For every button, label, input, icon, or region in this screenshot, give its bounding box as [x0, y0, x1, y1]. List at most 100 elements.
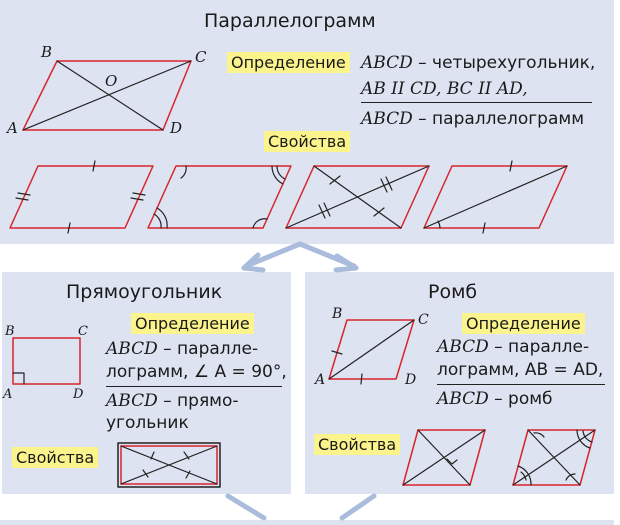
- property-4-angle-arc: [437, 220, 441, 229]
- rhombus-vertex-d: D: [404, 372, 416, 388]
- property-4-tick-top: [509, 160, 513, 172]
- perpendicular-mark: [446, 458, 458, 465]
- rect-diagonal-2: [120, 445, 218, 485]
- rhombus-prop-1-diagonal-2: [417, 429, 471, 486]
- rectangle-definition-label: Определение: [131, 313, 254, 334]
- rectangle-def-line-2: лограмм, ∠ A = 90°,: [106, 362, 287, 382]
- rhombus-vertex-c: C: [418, 312, 429, 328]
- tick-bottom: [67, 222, 71, 234]
- angle-arc-b: [180, 165, 187, 179]
- diag-double-tick-4: [385, 176, 393, 191]
- main-vertex-a: A: [5, 119, 18, 137]
- rectangle-def-line-4: угольник: [106, 413, 189, 433]
- rhombus-arc-3: [576, 429, 591, 449]
- main-vertex-c: C: [195, 48, 207, 66]
- rhombus-panel: [305, 272, 614, 494]
- parallelogram-def-line-1: ABCD – четырехугольник,: [361, 53, 596, 73]
- diag-double-tick-3: [380, 178, 388, 193]
- parallelogram-def-line-2: AB II CD, BC II AD,: [361, 79, 528, 99]
- rhombus-arc-4: [582, 430, 593, 443]
- rect-vertex-c: C: [78, 324, 88, 339]
- diag-tick-lower: [373, 207, 385, 217]
- rhombus-arc-6: [565, 473, 576, 481]
- vertex-labels: A B C D O A B C D A B C D: [2, 43, 429, 402]
- rectangle-outline: [12, 337, 81, 385]
- arrow-to-rectangle-shaft: [243, 241, 303, 269]
- rhombus-vertex-b: B: [331, 306, 342, 322]
- rhombus-arc-5: [533, 432, 545, 438]
- main-vertex-d: D: [169, 119, 182, 137]
- rectangle-def-rule: [106, 386, 282, 387]
- angle-arc-a-1: [156, 207, 168, 229]
- diagonal-bd: [56, 60, 164, 131]
- diag-tick-upper: [329, 175, 341, 185]
- rhombus-properties-label: Свойства: [314, 434, 401, 455]
- rectangle-def-line-3: ABCD – прямо-: [106, 391, 239, 411]
- rhombus-property-perpendicular: [402, 429, 486, 486]
- rect-vertex-d: D: [72, 387, 84, 402]
- rect-vertex-b: B: [4, 324, 15, 339]
- rhombus-title: Ромб: [428, 281, 478, 303]
- property-diagonal-triangles: [423, 160, 568, 234]
- rect-tick-2: [150, 451, 155, 460]
- tick-top: [92, 160, 96, 172]
- angle-arc-d: [252, 218, 268, 229]
- rect-tick-1: [142, 469, 149, 478]
- angle-arc-c-2: [276, 165, 286, 180]
- rhombus-def-line-3: ABCD – ромб: [437, 389, 553, 409]
- property-3-diagonal-2: [313, 165, 402, 229]
- rhombus-arc-1: [517, 465, 532, 486]
- parallelogram-properties-label: Свойства: [264, 131, 351, 152]
- rhombus-property-bisectors: [512, 429, 596, 486]
- diag-double-tick-2: [323, 202, 331, 217]
- double-tick-left-1: [17, 192, 31, 196]
- rhombus-figure: [328, 319, 415, 385]
- parallelogram-definition-label: Определение: [227, 52, 350, 73]
- rhombus-def-rule: [437, 384, 605, 385]
- double-tick-right-1: [132, 192, 146, 196]
- arrows: [225, 241, 377, 521]
- rhombus-vertex-a: A: [313, 372, 325, 388]
- rect-vertex-a: A: [2, 387, 12, 402]
- rectangle-properties-label: Свойства: [12, 447, 99, 468]
- rhombus-arc-2: [520, 471, 527, 481]
- property-equal-sides: [9, 160, 154, 234]
- property-diagonals-bisect: [285, 165, 430, 229]
- rectangle-figure: [12, 337, 81, 385]
- rectangle-title: Прямоугольник: [66, 281, 223, 303]
- next-panel-edge: [0, 520, 614, 525]
- rhombus-definition-label: Определение: [462, 313, 585, 334]
- rhombus-tick-left: [331, 350, 343, 355]
- property-1-outline: [9, 165, 154, 229]
- main-vertex-b: B: [40, 43, 52, 61]
- rhombus-tick-bottom: [360, 373, 363, 385]
- main-parallelogram: [22, 60, 192, 131]
- center-point-o: O: [105, 72, 117, 90]
- parallelogram-def-rule: [361, 102, 592, 103]
- property-2-outline: [147, 165, 292, 229]
- rhombus-prop-2-diagonal-2: [527, 429, 581, 486]
- rectangle-property-figure: [117, 442, 221, 488]
- rhombus-diagonal: [328, 319, 415, 380]
- rhombus-def-line-2: лограмм, AB = AD,: [437, 360, 604, 380]
- angle-arc-a-2: [153, 213, 162, 229]
- arrow-to-rectangle-head: [241, 252, 266, 273]
- rhombus-def-line-1: ABCD – паралле-: [437, 337, 590, 357]
- diag-double-tick-1: [318, 204, 326, 219]
- rectangle-property-outline: [120, 445, 218, 485]
- parallelogram-title: Параллелограмм: [204, 10, 376, 32]
- property-4-diagonal: [423, 165, 568, 229]
- angle-arc-c-1: [271, 165, 284, 185]
- right-angle-mark: [12, 372, 25, 385]
- property-equal-angles: [147, 165, 292, 229]
- rect-tick-3: [185, 470, 191, 479]
- diagonal-ac: [22, 60, 192, 131]
- property-4-tick-bottom: [482, 222, 486, 234]
- double-tick-left-2: [15, 197, 29, 201]
- arrow-down-left: [225, 493, 267, 521]
- rect-tick-4: [183, 451, 190, 460]
- arrow-to-rhombus-head: [333, 253, 359, 273]
- arrow-down-right: [339, 493, 377, 521]
- parallelogram-def-line-3: ABCD – параллелограмм: [361, 109, 585, 129]
